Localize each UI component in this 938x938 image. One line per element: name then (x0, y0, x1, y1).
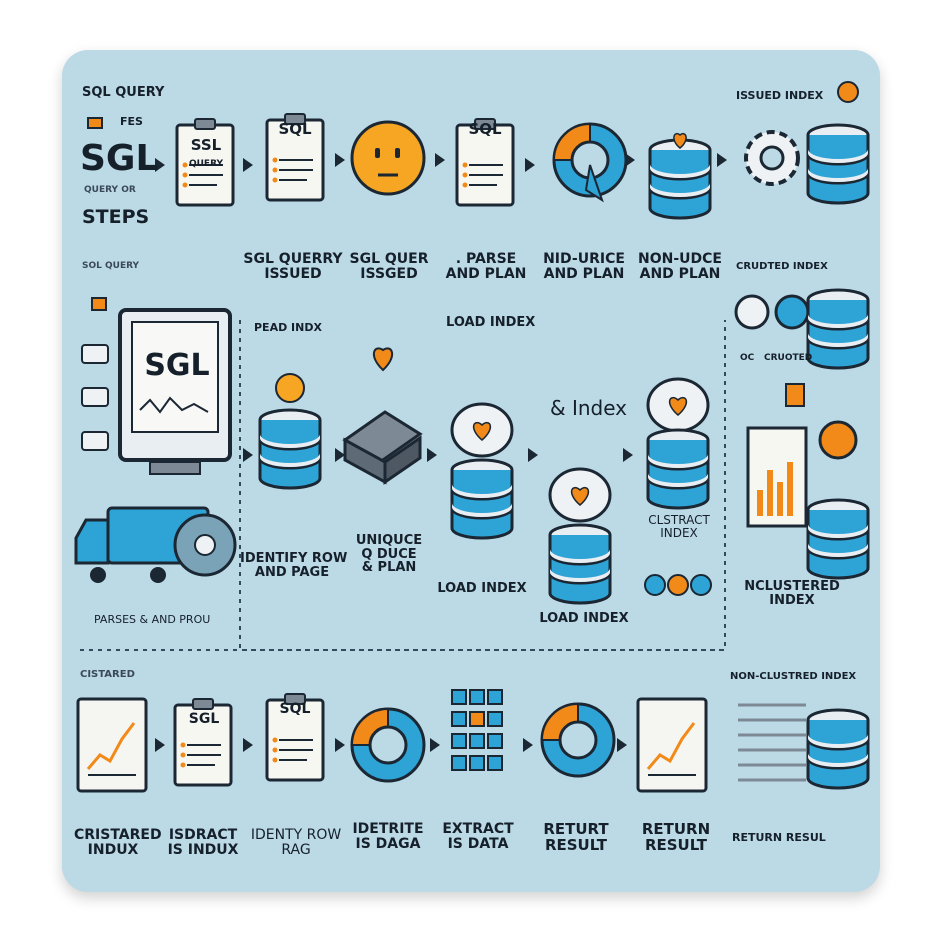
gear-icon (744, 130, 800, 186)
flow-arrow (623, 448, 633, 462)
flow-arrow (155, 738, 165, 752)
section-label-center: LOAD INDEX (446, 315, 536, 330)
side-tag (81, 431, 109, 451)
bottom-label-1: CRISTARED INDUX (74, 827, 162, 858)
bar-doc-icon (746, 426, 808, 528)
header-line3: QUERY OR (84, 185, 136, 195)
grid-blocks-icon (451, 689, 503, 771)
bottom-heading-left: CISTARED (80, 669, 135, 680)
section-frame (239, 320, 726, 651)
middle-side-caption: SOL QUERY (82, 261, 140, 271)
right-db-3 (806, 498, 870, 580)
flow-arrow (335, 153, 345, 167)
flow-arrow (243, 738, 253, 752)
flow-arrow (430, 738, 440, 752)
label-load-2: LOAD INDEX (539, 611, 629, 626)
flow-arrow (335, 738, 345, 752)
header-line1: SQL QUERY (82, 85, 165, 100)
top-doc4-title: SQL (468, 120, 502, 138)
top-label-2: SGL QUER ISSGED (349, 251, 429, 282)
section-label-left: PEAD INDX (254, 321, 322, 334)
truck-icon (74, 506, 237, 583)
label-nclustered: NCLUSTERED INDEX (744, 579, 840, 608)
side-tag (81, 387, 109, 407)
bottom-label-2: ISDRACT IS INDUX (167, 827, 239, 858)
bottom-donut-2 (540, 702, 616, 778)
middle-right-heading: CRUDTED INDEX (736, 261, 828, 272)
mini-icon (87, 117, 103, 129)
flow-arrow (617, 738, 627, 752)
flow-arrow (523, 738, 533, 752)
bottom-label-6: RETURT RESULT (543, 820, 609, 854)
bottom-right-db (806, 708, 870, 790)
right-db-2 (806, 288, 870, 370)
right-dials (734, 294, 810, 330)
bottom-chart-2 (636, 697, 708, 793)
top-doc1-sub: QUERY (188, 159, 224, 169)
label-identify: IDENTIFY ROW AND PAGE (240, 551, 348, 580)
bottom-label-3: IDENTY ROW RAG (250, 827, 342, 858)
top-doc2-title: SQL (278, 120, 312, 138)
mid-db-2 (450, 402, 514, 540)
bottom-label-4: IDETRITE IS DAGA (352, 821, 424, 852)
bottom-label-5: EXTRACT IS DATA (442, 821, 514, 852)
right-disc (818, 420, 858, 460)
bottom-doc2-title: SQL (279, 701, 311, 717)
flow-arrow (528, 448, 538, 462)
flow-arrow (435, 153, 445, 167)
middle-right-caption-a: OC (740, 353, 755, 363)
top-doc1-title: SSL (190, 136, 222, 154)
mini-disc-row (644, 574, 712, 596)
mini-icon (91, 297, 107, 311)
mid-db-4 (646, 377, 710, 510)
label-load-1: LOAD INDEX (437, 581, 527, 596)
list-lines-icon (738, 703, 806, 782)
header-steps: STEPS (82, 206, 150, 228)
index-label: & Index (550, 396, 628, 420)
top-label-4: NID-URICE AND PLAN (543, 251, 625, 282)
bottom-doc1-title: SGL (188, 711, 220, 727)
bottom-donut-1 (350, 707, 426, 783)
face-icon (350, 120, 426, 196)
header-big-title: SGL (80, 138, 159, 179)
flow-arrow (427, 448, 437, 462)
label-clustract: CLSTRACT INDEX (648, 513, 710, 540)
heart-icon (373, 347, 393, 372)
header-line2: FES (120, 115, 143, 128)
flow-arrow (717, 153, 727, 167)
top-label-1: SGL QUERRY ISSUED (243, 251, 343, 282)
top-right-heading: ISSUED INDEX (736, 89, 824, 102)
top-label-3: . PARSE AND PLAN (445, 251, 527, 282)
middle-right-caption-b: CRUOTED (764, 353, 813, 363)
flow-arrow (525, 158, 535, 172)
bottom-chart-1 (76, 697, 148, 793)
top-donut (552, 122, 628, 203)
flow-arrow (243, 158, 253, 172)
bottom-label-7: RETURN RESULT (641, 820, 711, 854)
label-unique: UNIQUCE Q DUCE & PLAN (355, 533, 423, 576)
side-tag (81, 344, 109, 364)
flow-arrow (243, 448, 253, 462)
top-label-5: NON-UDCE AND PLAN (638, 251, 722, 282)
bottom-heading-right: NON-CLUSTRED INDEX (730, 671, 857, 682)
key-box-icon (342, 410, 423, 485)
monitor-icon (118, 308, 232, 475)
mini-icon (785, 383, 805, 407)
truck-caption: PARSES & AND PROU (94, 613, 211, 626)
flow-arrow (625, 153, 635, 167)
bottom-label-8: RETURN RESUL (732, 831, 826, 844)
top-db-heart (648, 133, 712, 220)
mid-db-3 (548, 467, 612, 605)
top-right-db (806, 123, 870, 205)
mid-db-1 (258, 373, 322, 490)
monitor-text: SGL (144, 348, 210, 383)
status-dot (837, 81, 859, 103)
